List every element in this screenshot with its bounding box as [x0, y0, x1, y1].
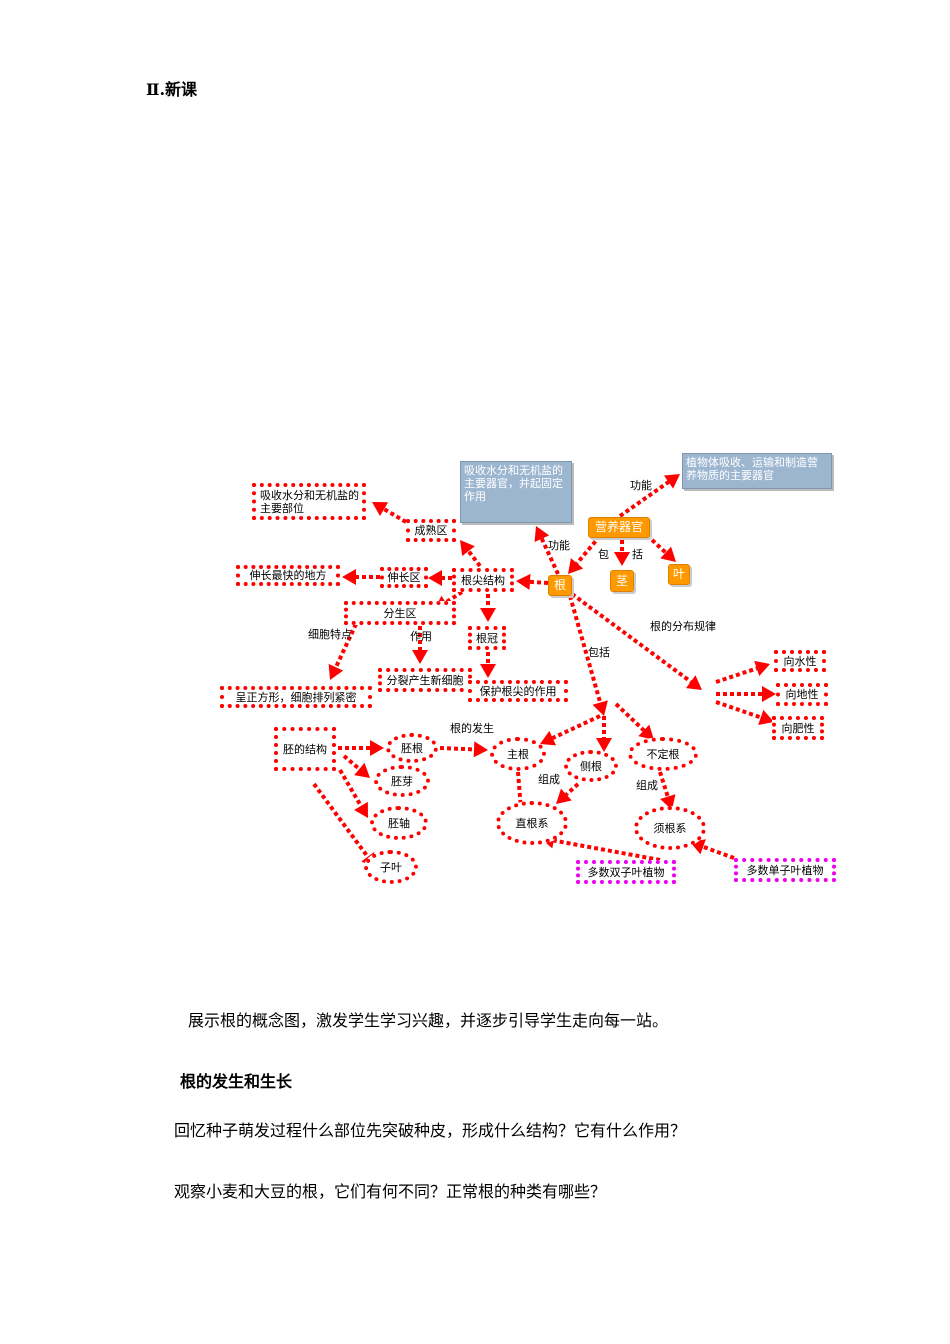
node-dicots: 多数双子叶植物	[576, 860, 676, 884]
node-plumule: 胚芽	[374, 765, 430, 797]
node-hydrotropism: 向水性	[774, 650, 826, 672]
node-root-tip-structure: 根尖结构	[452, 568, 514, 592]
question-2: 观察小麦和大豆的根，它们有何不同？正常根的种类有哪些？	[174, 1182, 607, 1201]
connector-arrow	[342, 754, 370, 778]
connector-arrow	[328, 623, 358, 680]
connector-arrow	[614, 702, 654, 740]
node-root-cap: 根冠	[468, 626, 506, 650]
connector-arrow	[715, 660, 770, 684]
connector-arrow	[516, 573, 549, 590]
node-radicle: 胚根	[386, 733, 438, 763]
node-taproot-system: 直根系	[496, 801, 568, 845]
label-role: 作用	[410, 630, 432, 643]
connector-arrow	[568, 534, 602, 574]
connector-arrow	[338, 740, 384, 756]
node-fibrous-root-system: 须根系	[634, 806, 706, 850]
connector-arrow	[596, 716, 612, 752]
connector-arrow	[439, 741, 488, 758]
connector-arrow	[412, 626, 428, 664]
node-stem: 茎	[610, 570, 634, 592]
paragraph-intro: 展示根的概念图，激发学生学习兴趣，并逐步引导学生走向每一站。	[188, 1011, 669, 1030]
node-absorb-part: 吸收水分和无机盐的主要部位	[252, 483, 366, 520]
connector-arrow	[372, 502, 408, 524]
node-monocots: 多数单子叶植物	[734, 858, 836, 882]
label-include: 包括	[588, 646, 610, 659]
connector-arrow	[614, 540, 630, 566]
connector-arrow	[715, 700, 774, 725]
node-protect-tip: 保护根尖的作用	[468, 680, 568, 702]
node-fastest-growth: 伸长最快的地方	[236, 565, 340, 586]
node-organ-function: 植物体吸收、运输和制造营养物质的主要器官	[682, 453, 832, 489]
label-include: 包	[598, 548, 609, 561]
node-cell-features-desc: 呈正方形，细胞排列紧密	[220, 686, 372, 708]
label-cell-features: 细胞特点	[308, 628, 352, 641]
connector-arrow	[716, 686, 776, 702]
node-maturation-zone: 成熟区	[406, 519, 456, 542]
connector-arrow	[338, 768, 368, 818]
label-root-origin: 根的发生	[450, 722, 494, 735]
label-compose: 组成	[538, 773, 560, 786]
connector-arrow	[650, 538, 676, 562]
label-function: 功能	[548, 539, 570, 552]
label-include: 括	[632, 548, 643, 561]
connector-arrow	[480, 594, 496, 622]
connector-arrow	[658, 771, 676, 810]
connector-arrow	[568, 595, 608, 716]
label-function: 功能	[630, 479, 652, 492]
node-root-function: 吸收水分和无机盐的主要器官，并起固定作用	[460, 461, 572, 523]
node-leaf: 叶	[668, 564, 690, 585]
subheading: 根的发生和生长	[180, 1072, 293, 1091]
connector-arrow	[540, 714, 601, 746]
node-cotyledon: 子叶	[364, 850, 418, 884]
node-geotropism: 向地性	[776, 683, 828, 706]
node-divide-new-cells: 分裂产生新细胞	[378, 668, 472, 692]
node-lateral-root: 侧根	[564, 750, 618, 782]
node-main-root: 主根	[490, 737, 546, 771]
node-elongation-zone: 伸长区	[380, 567, 428, 588]
node-meristem-zone: 分生区	[344, 601, 456, 625]
connector-arrow	[460, 540, 482, 568]
connector-arrow	[556, 782, 580, 804]
label-compose: 组成	[636, 779, 658, 792]
node-chemotropism: 向肥性	[772, 716, 824, 740]
node-hypocotyl: 胚轴	[370, 806, 428, 840]
connector-arrow	[618, 474, 680, 518]
node-adventitious-root: 不定根	[628, 737, 698, 771]
connector-arrow	[428, 570, 452, 586]
question-1: 回忆种子萌发过程什么部位先突破种皮，形成什么结构？它有什么作用？	[174, 1121, 687, 1140]
node-root: 根	[548, 575, 572, 596]
node-embryo-structure: 胚的结构	[274, 727, 336, 771]
node-vegetative-organ: 营养器官	[588, 517, 650, 538]
connector-arrow	[534, 526, 560, 575]
connector-arrow	[342, 569, 380, 585]
connector-arrow	[312, 782, 376, 868]
connector-arrow	[570, 592, 702, 690]
label-distribution: 根的分布规律	[650, 620, 716, 633]
section-title: Ⅱ.新课	[146, 80, 198, 99]
connector-arrow	[480, 652, 496, 678]
